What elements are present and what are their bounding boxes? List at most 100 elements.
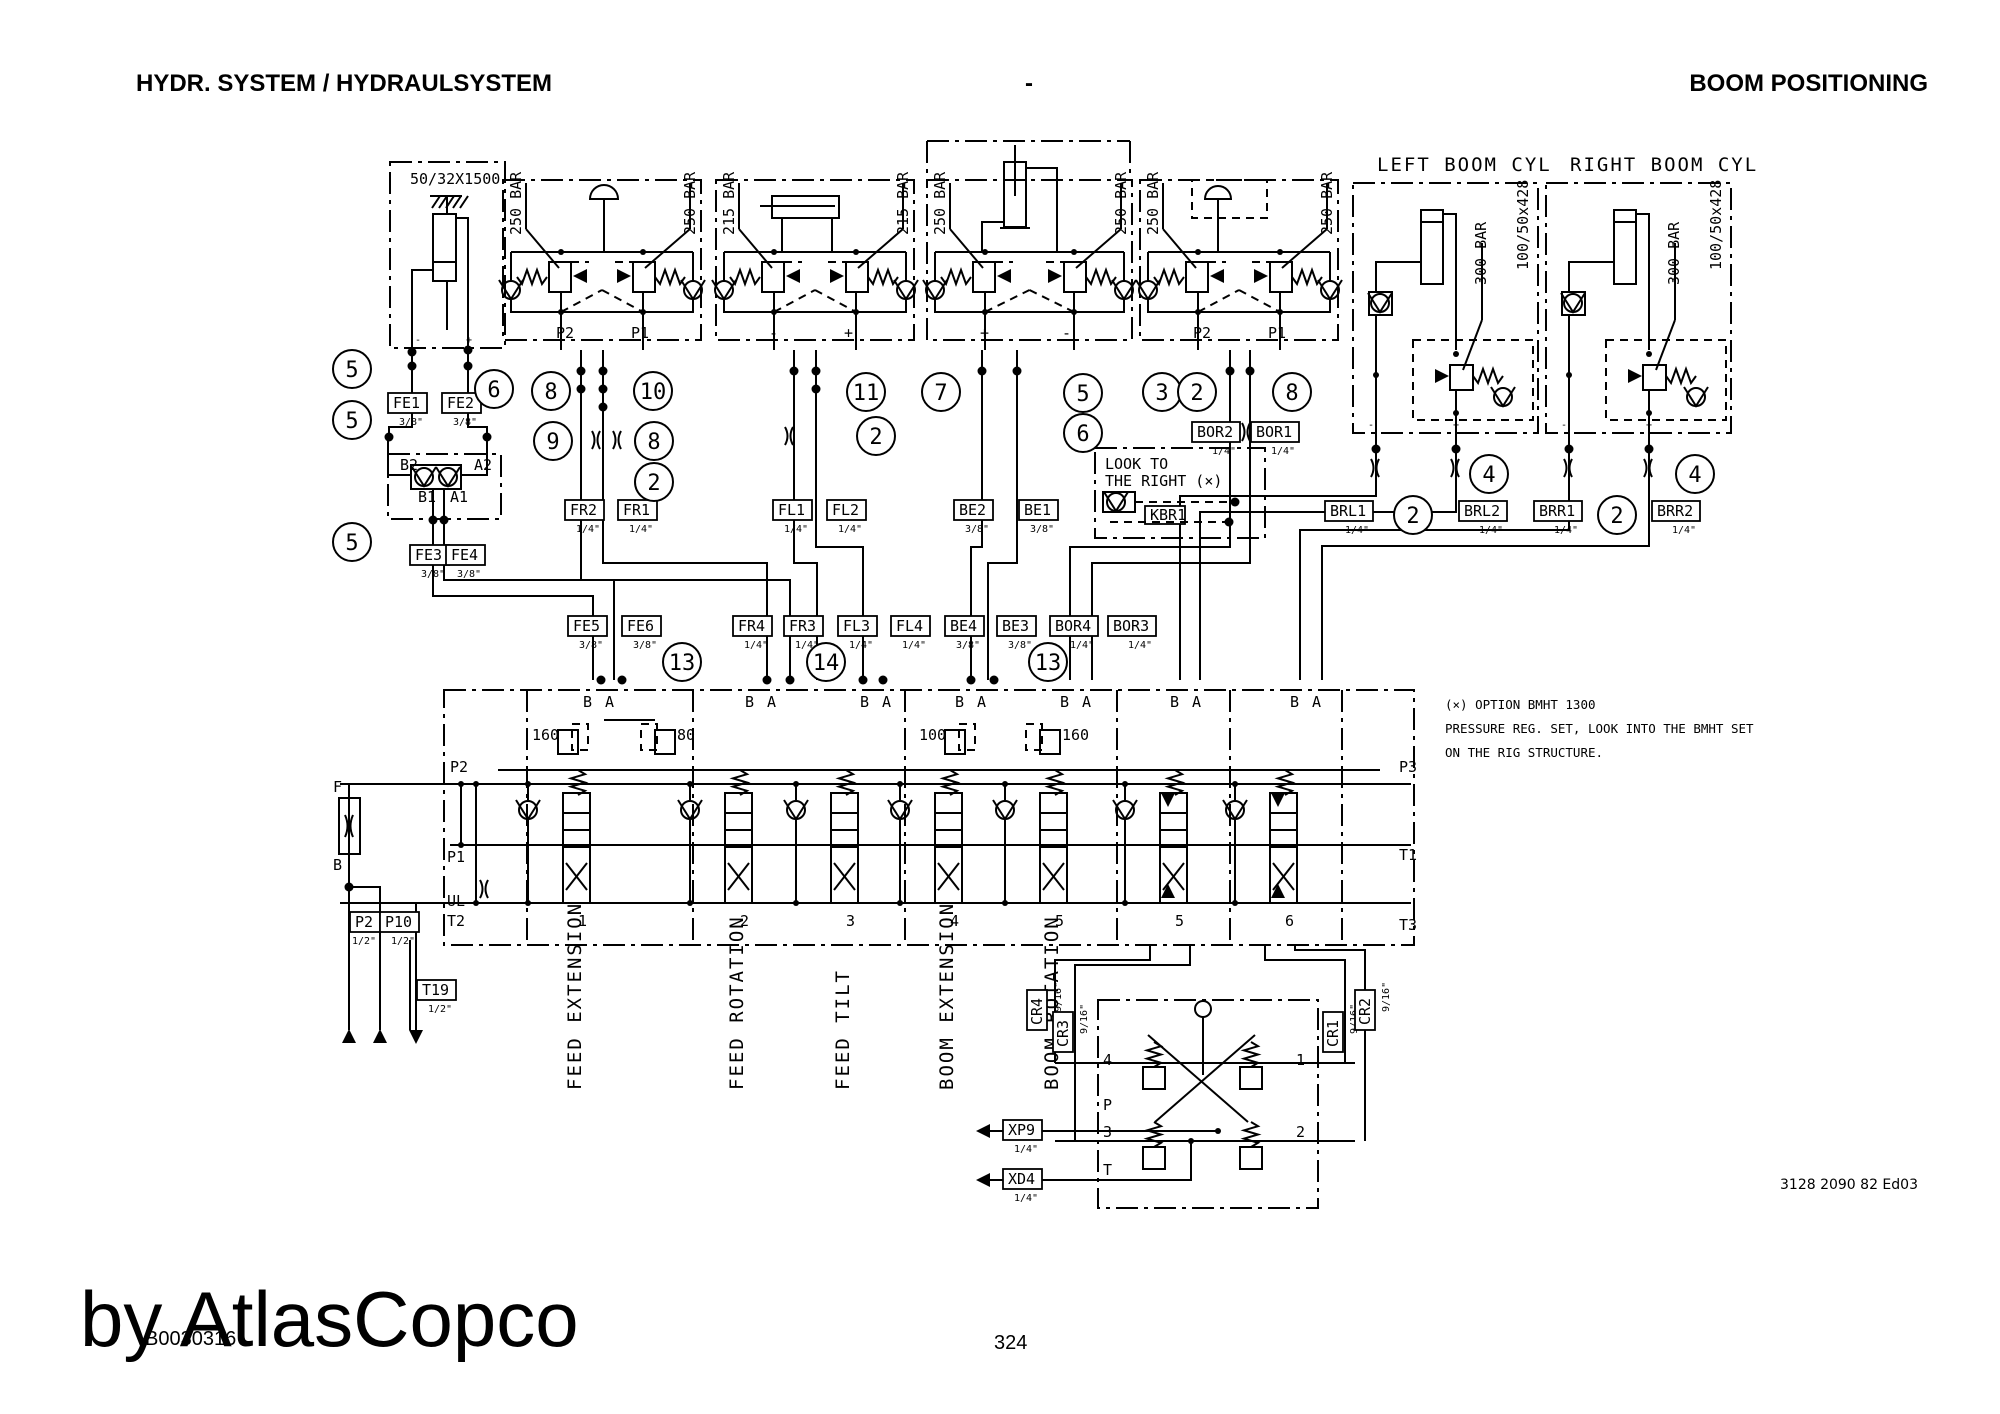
junction-dot <box>407 347 417 357</box>
item-bubble-3: 3 <box>1155 381 1168 406</box>
junction-dot <box>525 781 531 787</box>
arrow-icon <box>373 1029 387 1043</box>
port-B: B <box>333 856 342 874</box>
pipe-line <box>934 298 1125 313</box>
pipe-line <box>833 862 856 891</box>
item-bubble <box>921 372 961 412</box>
pipe-line <box>456 217 469 390</box>
item-bubble <box>531 371 571 411</box>
pipe-line <box>727 862 750 891</box>
hose-tag-brr1: BRR1 <box>1539 502 1575 520</box>
item-bubble <box>633 371 673 411</box>
junction-dot <box>762 675 772 685</box>
junction-dot <box>789 366 799 376</box>
hose-tag-box <box>783 615 824 637</box>
hose-tag-box <box>1533 500 1583 522</box>
port-plus: + <box>466 335 472 346</box>
junction-dot <box>576 384 586 394</box>
section-number: 3 <box>846 912 855 930</box>
joystick-knob-icon <box>1194 1000 1212 1018</box>
relief-setting-right: 250 BAR <box>1318 171 1336 235</box>
joystick-port: P <box>1103 1096 1112 1114</box>
section-relief-valve <box>1039 729 1061 755</box>
spring-icon <box>939 769 961 796</box>
port-label: - <box>1062 324 1071 342</box>
hose-tag-box <box>567 615 608 637</box>
pipe-line <box>1029 289 1075 313</box>
junction-dot <box>1245 366 1255 376</box>
cb-valve-left <box>548 261 572 293</box>
junction-dot <box>558 249 564 255</box>
pipe-line <box>1375 261 1421 292</box>
pipe-line <box>981 221 1004 252</box>
item-bubble <box>474 369 514 409</box>
pipe-line <box>1294 945 1366 1141</box>
hydraulic-hose <box>1199 452 1457 680</box>
junction-dot <box>596 675 606 685</box>
item-bubble-9: 9 <box>546 430 559 455</box>
item-bubble-13: 13 <box>1035 651 1062 676</box>
cb-valve-right <box>1269 261 1293 293</box>
junction-dot <box>1453 410 1459 416</box>
pipe-line <box>1042 862 1065 891</box>
port-b-label: B <box>1290 693 1299 711</box>
hose-tag-fe3: FE3 <box>415 546 442 564</box>
arrow-icon <box>976 1173 990 1187</box>
spring-icon <box>567 769 589 796</box>
hose-tag-fe2: FE2 <box>447 394 474 412</box>
arrow-icon <box>1435 369 1449 383</box>
pipe-line <box>443 520 615 680</box>
check-valve-seat <box>677 799 703 821</box>
hose-tag-fe5: FE5 <box>573 617 600 635</box>
item-bubble-4: 4 <box>1482 463 1495 488</box>
port-label: P1 <box>1268 324 1286 342</box>
orifice-icon <box>1370 458 1380 478</box>
hose-tag-bor1: BOR1 <box>1256 423 1292 441</box>
item-bubble-2: 2 <box>869 425 882 450</box>
hydraulic-hose <box>987 350 1018 680</box>
ground-hatch <box>452 195 462 209</box>
junction-dot <box>1646 410 1652 416</box>
look-right-text: LOOK TO <box>1105 455 1168 473</box>
junction-dot <box>1644 444 1654 454</box>
orifice-icon <box>479 879 489 899</box>
header-system-title: HYDR. SYSTEM / HYDRAULSYSTEM <box>136 70 553 97</box>
spring-icon <box>867 267 899 287</box>
port-b-label: B <box>583 693 592 711</box>
header-separator: - <box>1025 70 1033 97</box>
pipe-line <box>461 437 488 476</box>
hose-tag-be3: BE3 <box>1002 617 1029 635</box>
pipe-line <box>984 289 1030 313</box>
section-relief-valve <box>654 729 676 755</box>
relief-pressure: 160 <box>1062 726 1089 744</box>
pipe-line <box>990 1141 1192 1181</box>
item-bubble-5: 5 <box>345 409 358 434</box>
port-label: + <box>844 324 853 342</box>
spring-icon <box>1274 769 1296 796</box>
hose-tag-p2: P2 <box>355 913 373 931</box>
box <box>1025 723 1043 751</box>
feed-cylinder-barrel <box>432 213 457 282</box>
hose-size: 1/4" <box>1212 446 1236 457</box>
arrow-icon <box>617 269 631 283</box>
joystick-cross <box>1154 1034 1256 1123</box>
hydraulic-hose <box>1321 452 1650 680</box>
item-bubble <box>1177 372 1217 412</box>
hose-size: 1/4" <box>1554 525 1578 536</box>
pilot-check-box <box>1561 291 1586 316</box>
junction-dot <box>1002 781 1008 787</box>
spring-icon <box>1665 366 1697 386</box>
hose-tag-box <box>996 615 1037 637</box>
junction-dot <box>598 366 608 376</box>
junction-dot <box>793 781 799 787</box>
junction-dot <box>1371 444 1381 454</box>
hose-size: 1/4" <box>1271 446 1295 457</box>
spring-icon <box>835 769 857 796</box>
hose-size: 3/8" <box>579 640 603 651</box>
hose-size: 9/16" <box>1079 1004 1090 1034</box>
port-UL: UL <box>447 892 465 910</box>
hose-size: 9/16" <box>1381 982 1392 1012</box>
port-a-label: A <box>977 693 986 711</box>
arrow-icon <box>1271 793 1285 807</box>
check-valve-seat <box>515 799 541 821</box>
